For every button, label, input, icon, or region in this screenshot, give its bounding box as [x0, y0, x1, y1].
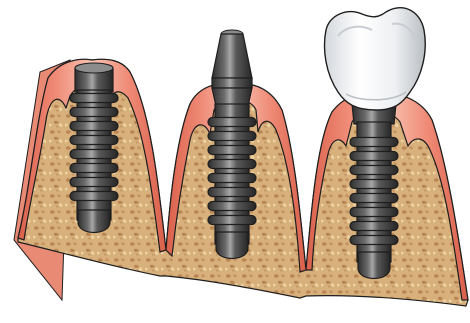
- crown-implant: [350, 104, 398, 279]
- abutment-icon: [208, 30, 256, 259]
- crown-icon: [325, 8, 426, 110]
- implant-screw-icon: [70, 63, 118, 233]
